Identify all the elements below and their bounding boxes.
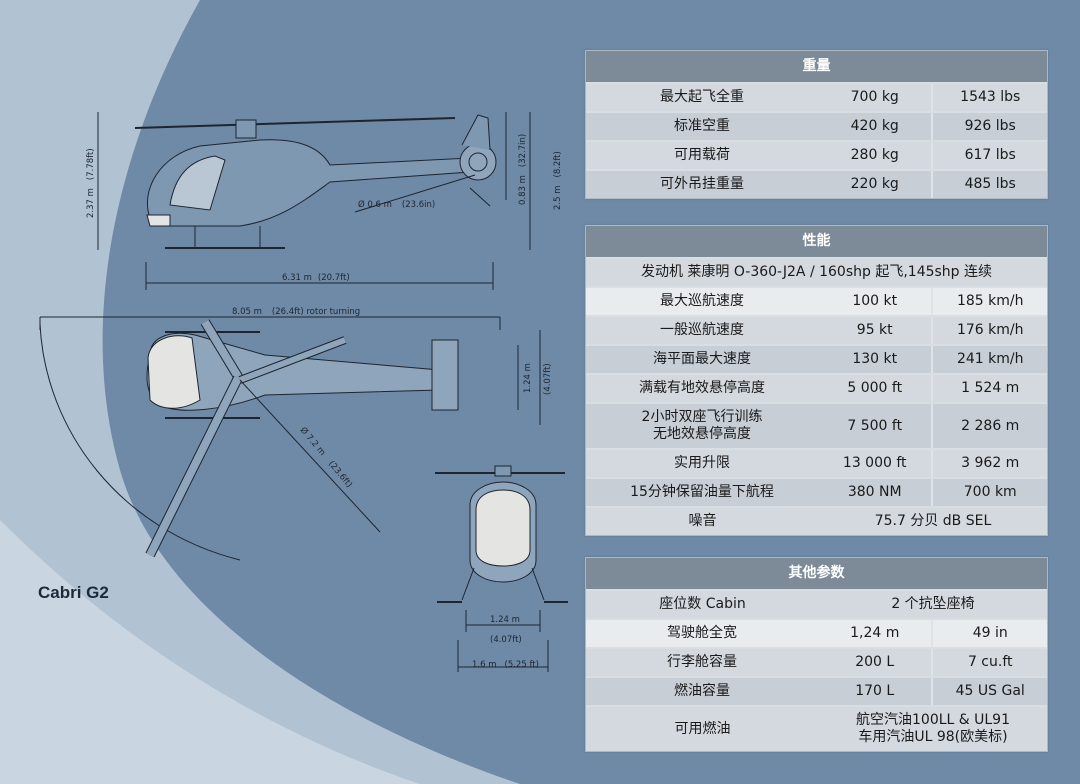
row-value-metric: 280 kg bbox=[850, 147, 899, 164]
row-value-imperial: 241 km/h bbox=[931, 346, 1047, 373]
overall-height-label: 2.5 m(8.2ft) bbox=[553, 151, 563, 210]
row-value-imperial: 3 962 m bbox=[931, 450, 1047, 477]
width-label: 1.24 m bbox=[523, 363, 533, 393]
noise-value: 75.7 分贝 dB SEL bbox=[874, 513, 992, 530]
row-label: 可外吊挂重量 bbox=[659, 176, 744, 193]
row-value-metric: 7 500 ft bbox=[847, 417, 903, 434]
noise-row: 噪音 75.7 分贝 dB SEL bbox=[586, 506, 1047, 535]
seats-value: 2 个抗坠座椅 bbox=[891, 596, 975, 613]
row-value-imperial: 485 lbs bbox=[931, 171, 1047, 198]
row-value-metric: 130 kt bbox=[852, 351, 898, 368]
table-row: 一般巡航速度 95 kt 176 km/h bbox=[586, 315, 1047, 344]
width-ft-label: (4.07ft) bbox=[543, 363, 553, 395]
tail-height-label: 0.83 m(32.7in) bbox=[518, 134, 528, 205]
row-value-imperial: 617 lbs bbox=[931, 142, 1047, 169]
row-label: 一般巡航速度 bbox=[659, 322, 744, 339]
row-label: 驾驶舱全宽 bbox=[666, 625, 737, 642]
row-value-imperial: 7 cu.ft bbox=[931, 649, 1047, 676]
weight-title: 重量 bbox=[586, 51, 1047, 82]
front-view bbox=[435, 465, 568, 672]
performance-panel: 性能 发动机 莱康明 O-360-J2A / 160shp 起飞,145shp … bbox=[585, 225, 1048, 536]
table-row: 2小时双座飞行训练 无地效悬停高度 7 500 ft 2 286 m bbox=[586, 402, 1047, 448]
other-title: 其他参数 bbox=[586, 558, 1047, 589]
row-label: 实用升限 bbox=[673, 455, 730, 472]
row-label: 噪音 bbox=[688, 513, 717, 530]
helicopter-drawing: 2.37 m(7.78ft) Ø 0.6 m(23.6in) 0.83 m(32… bbox=[39, 112, 568, 672]
engine-value: 发动机 莱康明 O-360-J2A / 160shp 起飞,145shp 连续 bbox=[640, 264, 993, 281]
fuel-value: 航空汽油100LL & UL91 车用汽油UL 98(欧美标) bbox=[856, 712, 1010, 745]
length-label: 6.31 m(20.7ft) bbox=[282, 273, 350, 283]
row-value-metric: 100 kt bbox=[852, 293, 898, 310]
performance-rows: 发动机 莱康明 O-360-J2A / 160shp 起飞,145shp 连续 … bbox=[586, 257, 1047, 535]
row-value-metric: 170 L bbox=[855, 683, 895, 700]
other-panel: 其他参数 座位数 Cabin 2 个抗坠座椅 驾驶舱全宽 1,24 m 49 i… bbox=[585, 557, 1048, 752]
row-value-imperial: 1 524 m bbox=[931, 375, 1047, 402]
row-value-metric: 1,24 m bbox=[850, 625, 900, 642]
row-value-metric: 420 kg bbox=[850, 118, 899, 135]
table-row: 最大巡航速度 100 kt 185 km/h bbox=[586, 286, 1047, 315]
row-value-metric: 380 NM bbox=[847, 484, 902, 501]
rotor-length-label: 8.05 m(26.4ft) rotor turning bbox=[232, 307, 360, 317]
row-label: 15分钟保留油量下航程 bbox=[630, 484, 774, 501]
height-label: 2.37 m(7.78ft) bbox=[86, 148, 96, 218]
row-value-metric: 13 000 ft bbox=[842, 455, 907, 472]
front-width-ft-label: (4.07ft) bbox=[490, 635, 522, 645]
row-label: 座位数 Cabin bbox=[659, 596, 746, 613]
front-width-label: 1.24 m bbox=[490, 615, 520, 625]
table-row: 行李舱容量 200 L 7 cu.ft bbox=[586, 647, 1047, 676]
weight-panel: 重量 最大起飞全重 700 kg 1543 lbs 标准空重 420 kg 92… bbox=[585, 50, 1048, 199]
row-value-metric: 95 kt bbox=[856, 322, 893, 339]
row-value-imperial: 45 US Gal bbox=[931, 678, 1047, 705]
model-name: Cabri G2 bbox=[38, 583, 109, 602]
row-value-imperial: 176 km/h bbox=[931, 317, 1047, 344]
row-label: 最大巡航速度 bbox=[659, 293, 744, 310]
row-label: 燃油容量 bbox=[673, 683, 730, 700]
fuselage-diameter-label: Ø 0.6 m(23.6in) bbox=[358, 199, 435, 210]
row-value-imperial: 926 lbs bbox=[931, 113, 1047, 140]
table-row: 驾驶舱全宽 1,24 m 49 in bbox=[586, 618, 1047, 647]
row-label: 标准空重 bbox=[673, 118, 730, 135]
engine-row: 发动机 莱康明 O-360-J2A / 160shp 起飞,145shp 连续 bbox=[586, 257, 1047, 286]
table-row: 海平面最大速度 130 kt 241 km/h bbox=[586, 344, 1047, 373]
row-value-imperial: 2 286 m bbox=[931, 404, 1047, 448]
other-rows: 座位数 Cabin 2 个抗坠座椅 驾驶舱全宽 1,24 m 49 in 行李舱… bbox=[586, 589, 1047, 751]
table-row: 可用载荷 280 kg 617 lbs bbox=[586, 140, 1047, 169]
side-view bbox=[97, 112, 531, 290]
table-row: 可外吊挂重量 220 kg 485 lbs bbox=[586, 169, 1047, 198]
row-value-imperial: 700 km bbox=[931, 479, 1047, 506]
row-label: 满载有地效悬停高度 bbox=[638, 380, 765, 397]
table-row: 燃油容量 170 L 45 US Gal bbox=[586, 676, 1047, 705]
row-label: 行李舱容量 bbox=[666, 654, 737, 671]
fuel-row: 可用燃油 航空汽油100LL & UL91 车用汽油UL 98(欧美标) bbox=[586, 705, 1047, 751]
weight-rows: 最大起飞全重 700 kg 1543 lbs 标准空重 420 kg 926 l… bbox=[586, 82, 1047, 198]
row-value-metric: 5 000 ft bbox=[847, 380, 903, 397]
row-label: 2小时双座飞行训练 无地效悬停高度 bbox=[641, 409, 763, 442]
table-row: 满载有地效悬停高度 5 000 ft 1 524 m bbox=[586, 373, 1047, 402]
row-value-metric: 200 L bbox=[855, 654, 895, 671]
rotor-diameter-label: Ø 7.2 m(23.6ft) bbox=[298, 425, 355, 490]
row-label: 海平面最大速度 bbox=[652, 351, 751, 368]
performance-title: 性能 bbox=[586, 226, 1047, 257]
seats-row: 座位数 Cabin 2 个抗坠座椅 bbox=[586, 589, 1047, 618]
table-row: 实用升限 13 000 ft 3 962 m bbox=[586, 448, 1047, 477]
row-value-imperial: 49 in bbox=[931, 620, 1047, 647]
table-row: 15分钟保留油量下航程 380 NM 700 km bbox=[586, 477, 1047, 506]
row-value-imperial: 1543 lbs bbox=[931, 84, 1047, 111]
row-label: 最大起飞全重 bbox=[659, 89, 744, 106]
row-value-metric: 220 kg bbox=[850, 176, 899, 193]
table-row: 最大起飞全重 700 kg 1543 lbs bbox=[586, 82, 1047, 111]
table-row: 标准空重 420 kg 926 lbs bbox=[586, 111, 1047, 140]
top-view bbox=[39, 316, 541, 561]
row-label: 可用载荷 bbox=[673, 147, 730, 164]
row-value-imperial: 185 km/h bbox=[931, 288, 1047, 315]
row-label: 可用燃油 bbox=[674, 720, 731, 737]
front-skid-label: 1.6 m(5.25 ft) bbox=[472, 660, 539, 670]
row-value-metric: 700 kg bbox=[850, 89, 899, 106]
